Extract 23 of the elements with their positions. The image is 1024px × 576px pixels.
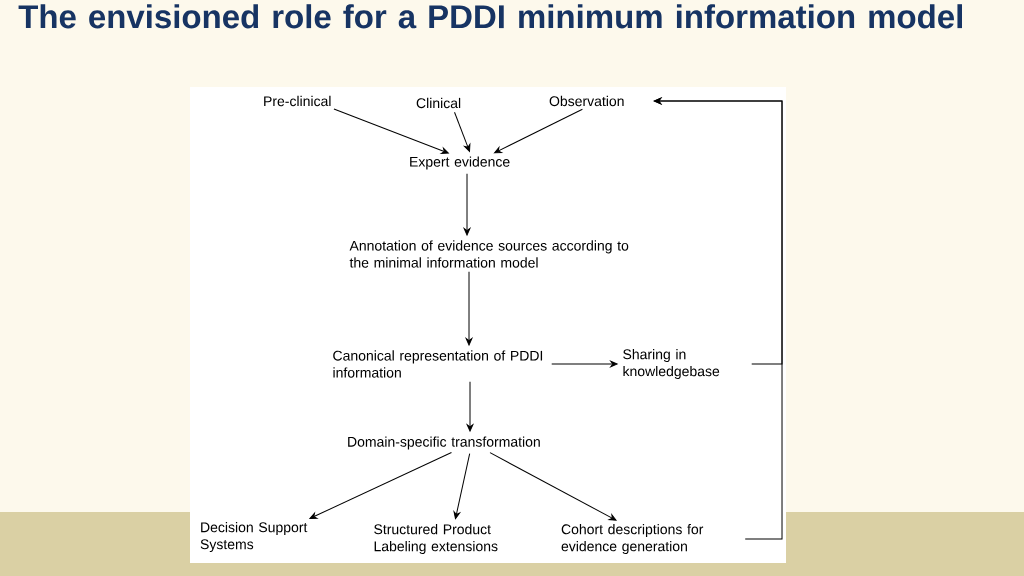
arrow	[454, 111, 471, 152]
arrow	[309, 452, 452, 519]
step-label: Decision Support Systems	[200, 522, 308, 553]
step-label: Pre-clinical	[264, 95, 331, 107]
step-label: Sharing in knowledgebase	[623, 349, 720, 380]
step-label: Cohort descriptions for evidence generation	[561, 524, 704, 555]
arrow	[333, 108, 449, 154]
step-label: Canonical representation of PDDI information	[333, 350, 543, 378]
arrow	[551, 360, 618, 368]
arrow	[453, 453, 471, 520]
step-label: Clinical	[416, 97, 461, 109]
step-label: Expert evidence	[410, 156, 510, 170]
arrow	[463, 173, 471, 236]
step-label: Annotation of evidence sources according to the minimal information model	[349, 240, 629, 268]
arrow	[466, 381, 474, 432]
step-label: Domain-specific transformation	[348, 436, 540, 450]
arrow	[494, 108, 583, 154]
arrow	[653, 97, 783, 540]
slide-title: The envisioned role for a PDDI minimum information model	[18, 4, 962, 29]
arrow	[489, 452, 617, 521]
arrow	[465, 271, 473, 346]
step-label: Observation	[549, 95, 624, 107]
step-label: Structured Product Labeling extensions	[374, 524, 498, 555]
